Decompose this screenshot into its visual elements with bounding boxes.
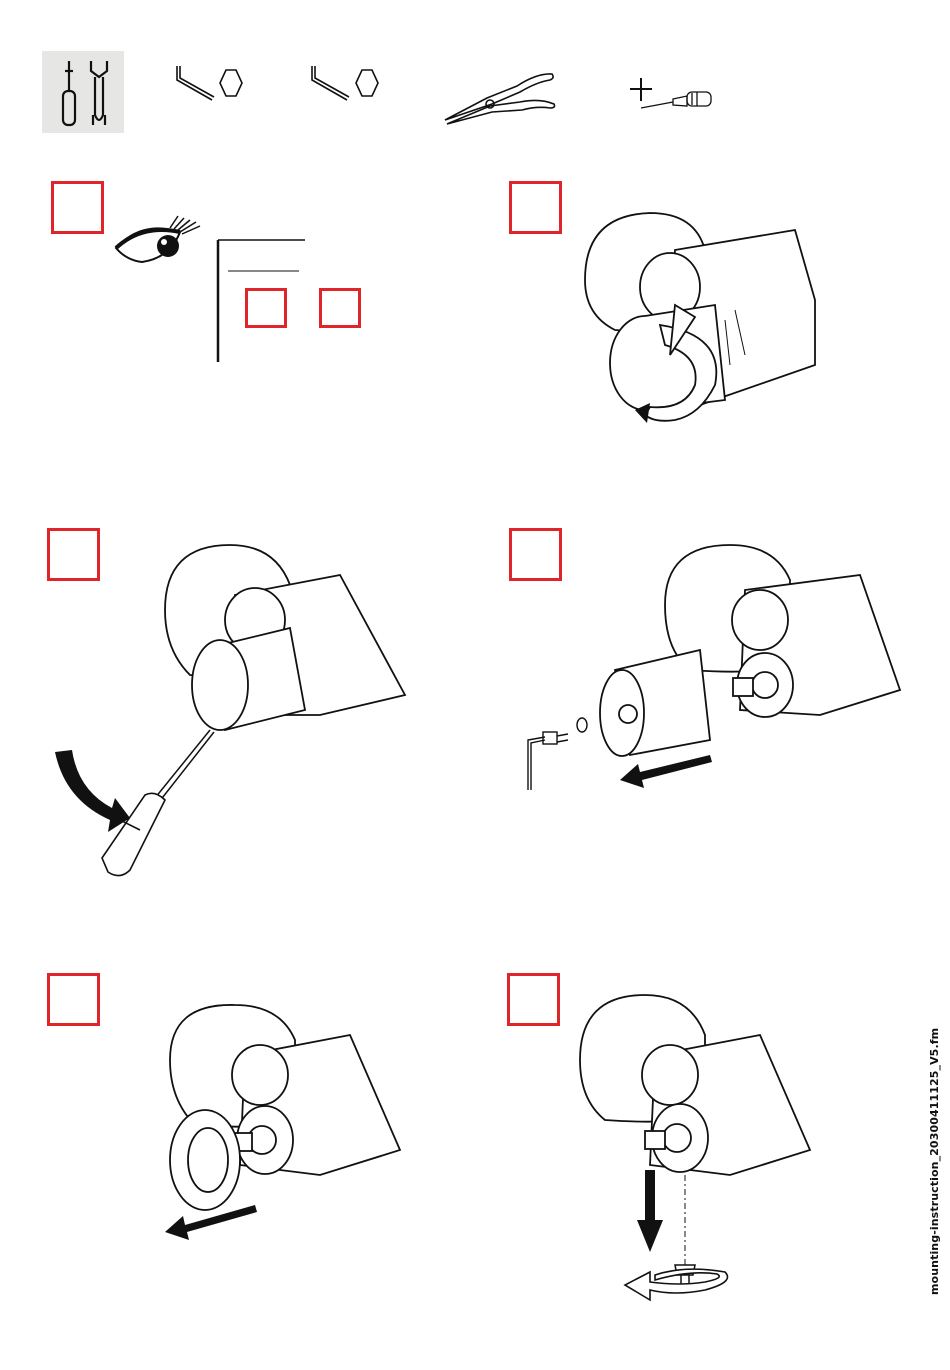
step-1-box (51, 181, 104, 234)
hex-key-icon (170, 62, 250, 112)
phillips-screwdriver-icon (625, 72, 725, 122)
remove-screw-illustration (575, 990, 835, 1310)
inspect-eye-icon (112, 210, 212, 270)
hex-key-icon (305, 62, 385, 112)
pry-cap-illustration (60, 540, 360, 890)
remove-ring-illustration (160, 1000, 420, 1260)
inspect-box-a (245, 288, 287, 328)
tools-icon (42, 51, 124, 133)
step-5-box (47, 973, 100, 1026)
footer-filename: mounting-instruction_20300411125_V5.fm (928, 1028, 941, 1295)
pliers-icon (442, 68, 562, 128)
rotate-handle-illustration (575, 205, 835, 435)
inspect-box-b (319, 288, 361, 328)
remove-handle-illustration (520, 540, 920, 800)
step-2-box (509, 181, 562, 234)
step-6-box (507, 973, 560, 1026)
